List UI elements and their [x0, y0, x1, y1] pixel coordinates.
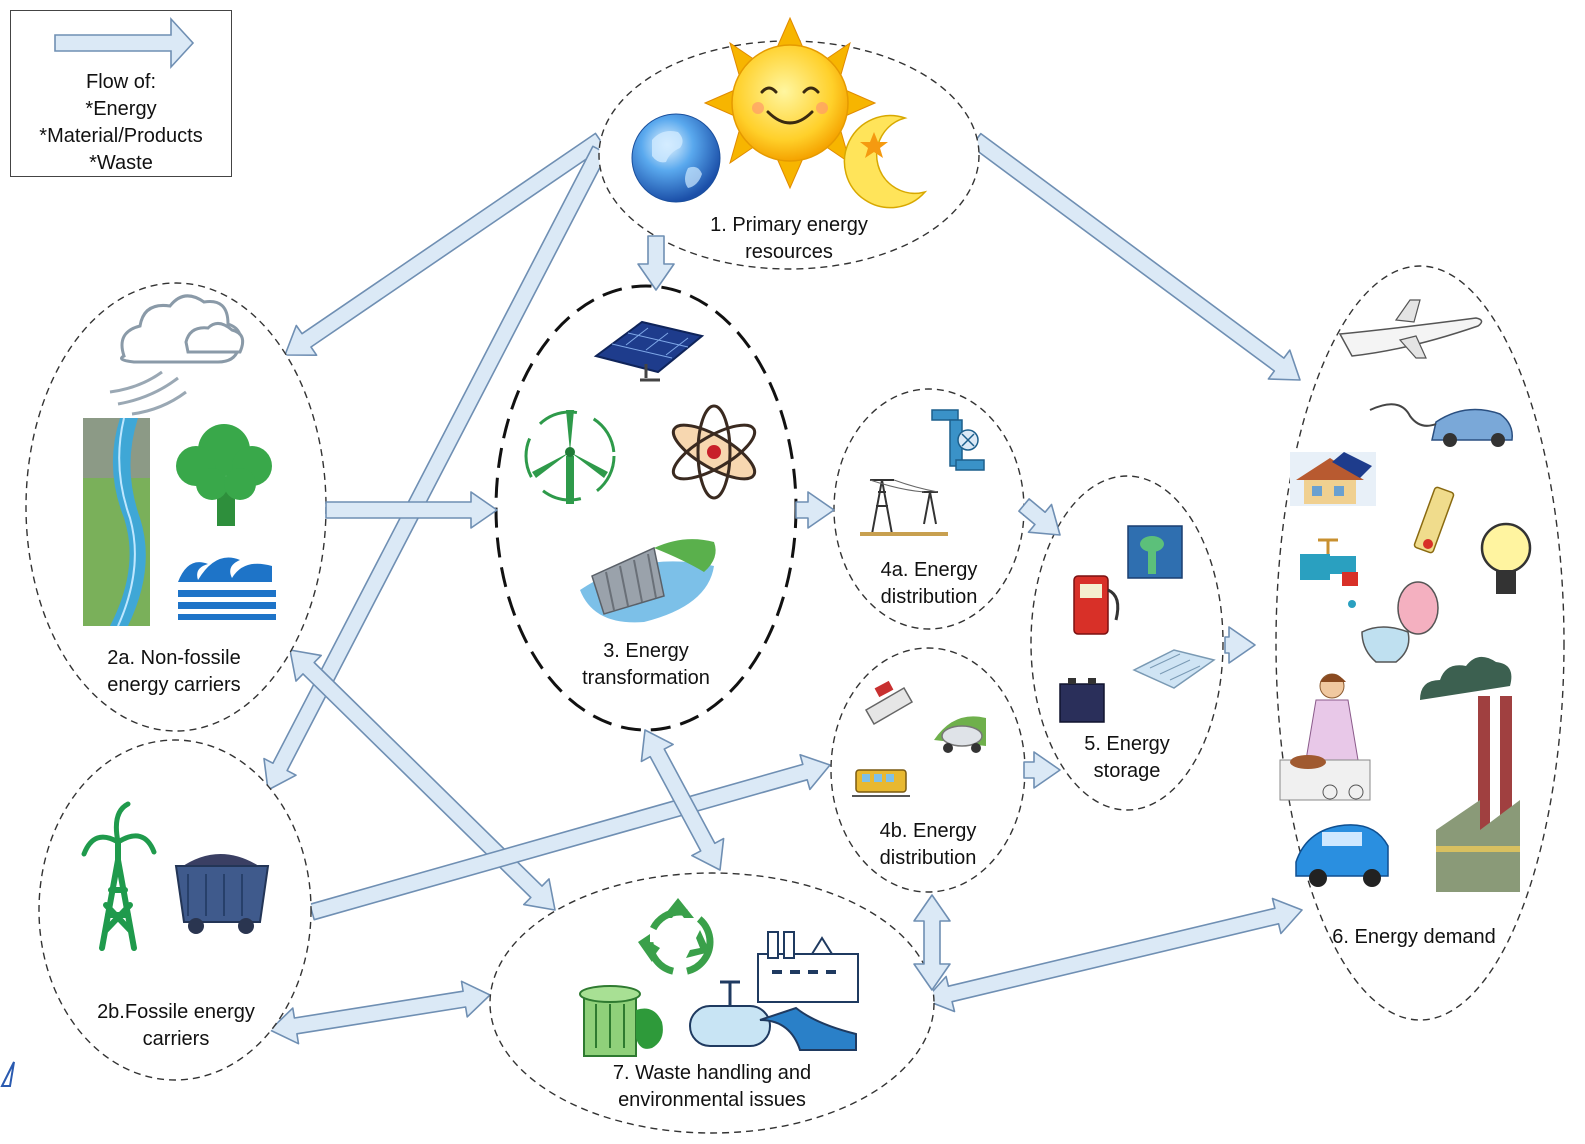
- arrow-primary-to-fossile: [263, 145, 608, 791]
- coal-cart-icon: [174, 854, 270, 934]
- electric-car-icon: [1369, 403, 1513, 447]
- label-waste: 7. Waste handling and environmental issu…: [613, 1060, 811, 1114]
- solar-house-icon: [1290, 452, 1376, 506]
- thermometer-icon: [1413, 486, 1455, 554]
- hydro-dam-icon: [580, 539, 716, 623]
- ice-storage-icon: [1132, 649, 1216, 689]
- label-non-fossile-line2: energy carriers: [107, 674, 241, 696]
- ellipse-fossile: [38, 739, 312, 1081]
- arrow-fossile-to-4b: [309, 754, 831, 921]
- airplane-icon: [1338, 299, 1483, 359]
- battery-icon: [1059, 678, 1105, 723]
- arrow-primary-to-nonfossile: [284, 132, 606, 356]
- arrow-4a-to-storage: [1018, 498, 1061, 536]
- legend-title: Flow of:: [85, 71, 157, 93]
- label-primary-resources: 1. Primary energy resources: [710, 212, 868, 266]
- label-4b-line2: distribution: [879, 847, 977, 869]
- label-transformation: 3. Energy transformation: [582, 638, 710, 692]
- arrow-transformation-to-4a: [795, 491, 835, 529]
- label-fossile-line2: carriers: [142, 1028, 210, 1050]
- arrow-storage-to-demand: [1224, 626, 1256, 664]
- label-transformation-line2: transformation: [582, 667, 710, 689]
- label-primary-line2: resources: [745, 241, 833, 263]
- factory-icon: [1420, 656, 1520, 892]
- label-fossile: 2b.Fossile energy carriers: [97, 999, 255, 1053]
- ship-icon: [864, 680, 914, 726]
- globe-icon: [631, 113, 721, 203]
- tanker-truck-icon: [934, 716, 986, 753]
- legend-arrow-icon: [54, 16, 195, 70]
- label-storage-line2: storage: [1093, 760, 1161, 782]
- corner-mark-icon: [0, 1061, 15, 1087]
- trash-bin-icon: [579, 985, 663, 1057]
- oil-derrick-icon: [81, 801, 157, 951]
- label-4a-line1: 4a. Energy: [880, 559, 978, 581]
- sun-icon: [703, 16, 877, 190]
- label-primary-line1: 1. Primary energy: [710, 214, 868, 236]
- atom-icon: [671, 404, 757, 500]
- waves-icon: [178, 557, 276, 620]
- flow-arrows: [263, 132, 1303, 1045]
- arrow-nonfossile-to-transformation: [325, 491, 498, 529]
- label-fossile-line1: 2b.Fossile energy: [97, 1001, 255, 1023]
- power-lines-icon: [860, 479, 948, 536]
- label-storage-line1: 5. Energy: [1084, 733, 1170, 755]
- label-storage: 5. Energy storage: [1084, 731, 1170, 785]
- label-4b-line1: 4b. Energy: [879, 820, 977, 842]
- arrow-nonfossile-waste: [289, 649, 556, 911]
- arrow-waste-demand: [924, 897, 1303, 1013]
- cloud-wind-icon: [109, 294, 245, 416]
- label-waste-line1: 7. Waste handling and: [612, 1062, 812, 1084]
- industry-waste-icon: [689, 931, 859, 1051]
- arrow-fossile-waste: [269, 980, 491, 1045]
- label-non-fossile-line1: 2a. Non-fossile: [107, 647, 241, 669]
- river-icon: [83, 417, 150, 627]
- light-bulb-icon: [1480, 522, 1532, 594]
- legend-item-material: *Material/Products: [39, 125, 203, 147]
- flow-arrows-top: [325, 235, 1256, 991]
- label-transformation-line1: 3. Energy: [603, 640, 689, 662]
- water-tower-icon: [1127, 525, 1183, 579]
- toilet-icon: [1361, 581, 1439, 663]
- arrow-4b-to-storage: [1023, 751, 1061, 789]
- legend-box: Flow of: *Energy *Material/Products *Was…: [10, 10, 232, 177]
- solar-panel-icon: [593, 320, 705, 382]
- arrow-4b-waste: [913, 894, 951, 991]
- moon-icon: [843, 114, 928, 209]
- label-4a-line2: distribution: [880, 586, 978, 608]
- arrow-primary-to-transformation: [637, 235, 675, 291]
- water-tap-icon: [1300, 538, 1358, 608]
- label-energy-demand: 6. Energy demand: [1332, 924, 1495, 951]
- arrow-transformation-waste: [640, 729, 725, 871]
- recycle-icon: [638, 898, 714, 976]
- legend-items: *Energy *Material/Products *Waste: [11, 96, 231, 177]
- legend-item-waste: *Waste: [89, 152, 153, 174]
- pipe-valve-icon: [931, 409, 985, 471]
- cooking-woman-icon: [1279, 673, 1371, 801]
- wind-turbine-icon: [524, 410, 616, 504]
- label-distribution-4b: 4b. Energy distribution: [880, 818, 977, 872]
- fuel-pump-icon: [1073, 575, 1120, 635]
- label-non-fossile: 2a. Non-fossile energy carriers: [107, 645, 240, 699]
- arrow-primary-to-demand: [970, 132, 1301, 381]
- tree-icon: [176, 424, 272, 526]
- label-energy-demand-text: 6. Energy demand: [1332, 926, 1496, 948]
- car-icon: [1295, 824, 1389, 887]
- tram-icon: [852, 769, 910, 797]
- legend-item-energy: *Energy: [85, 98, 157, 120]
- label-waste-line2: environmental issues: [618, 1089, 806, 1111]
- label-distribution-4a: 4a. Energy distribution: [881, 557, 978, 611]
- ellipse-energy-demand: [1275, 265, 1565, 1021]
